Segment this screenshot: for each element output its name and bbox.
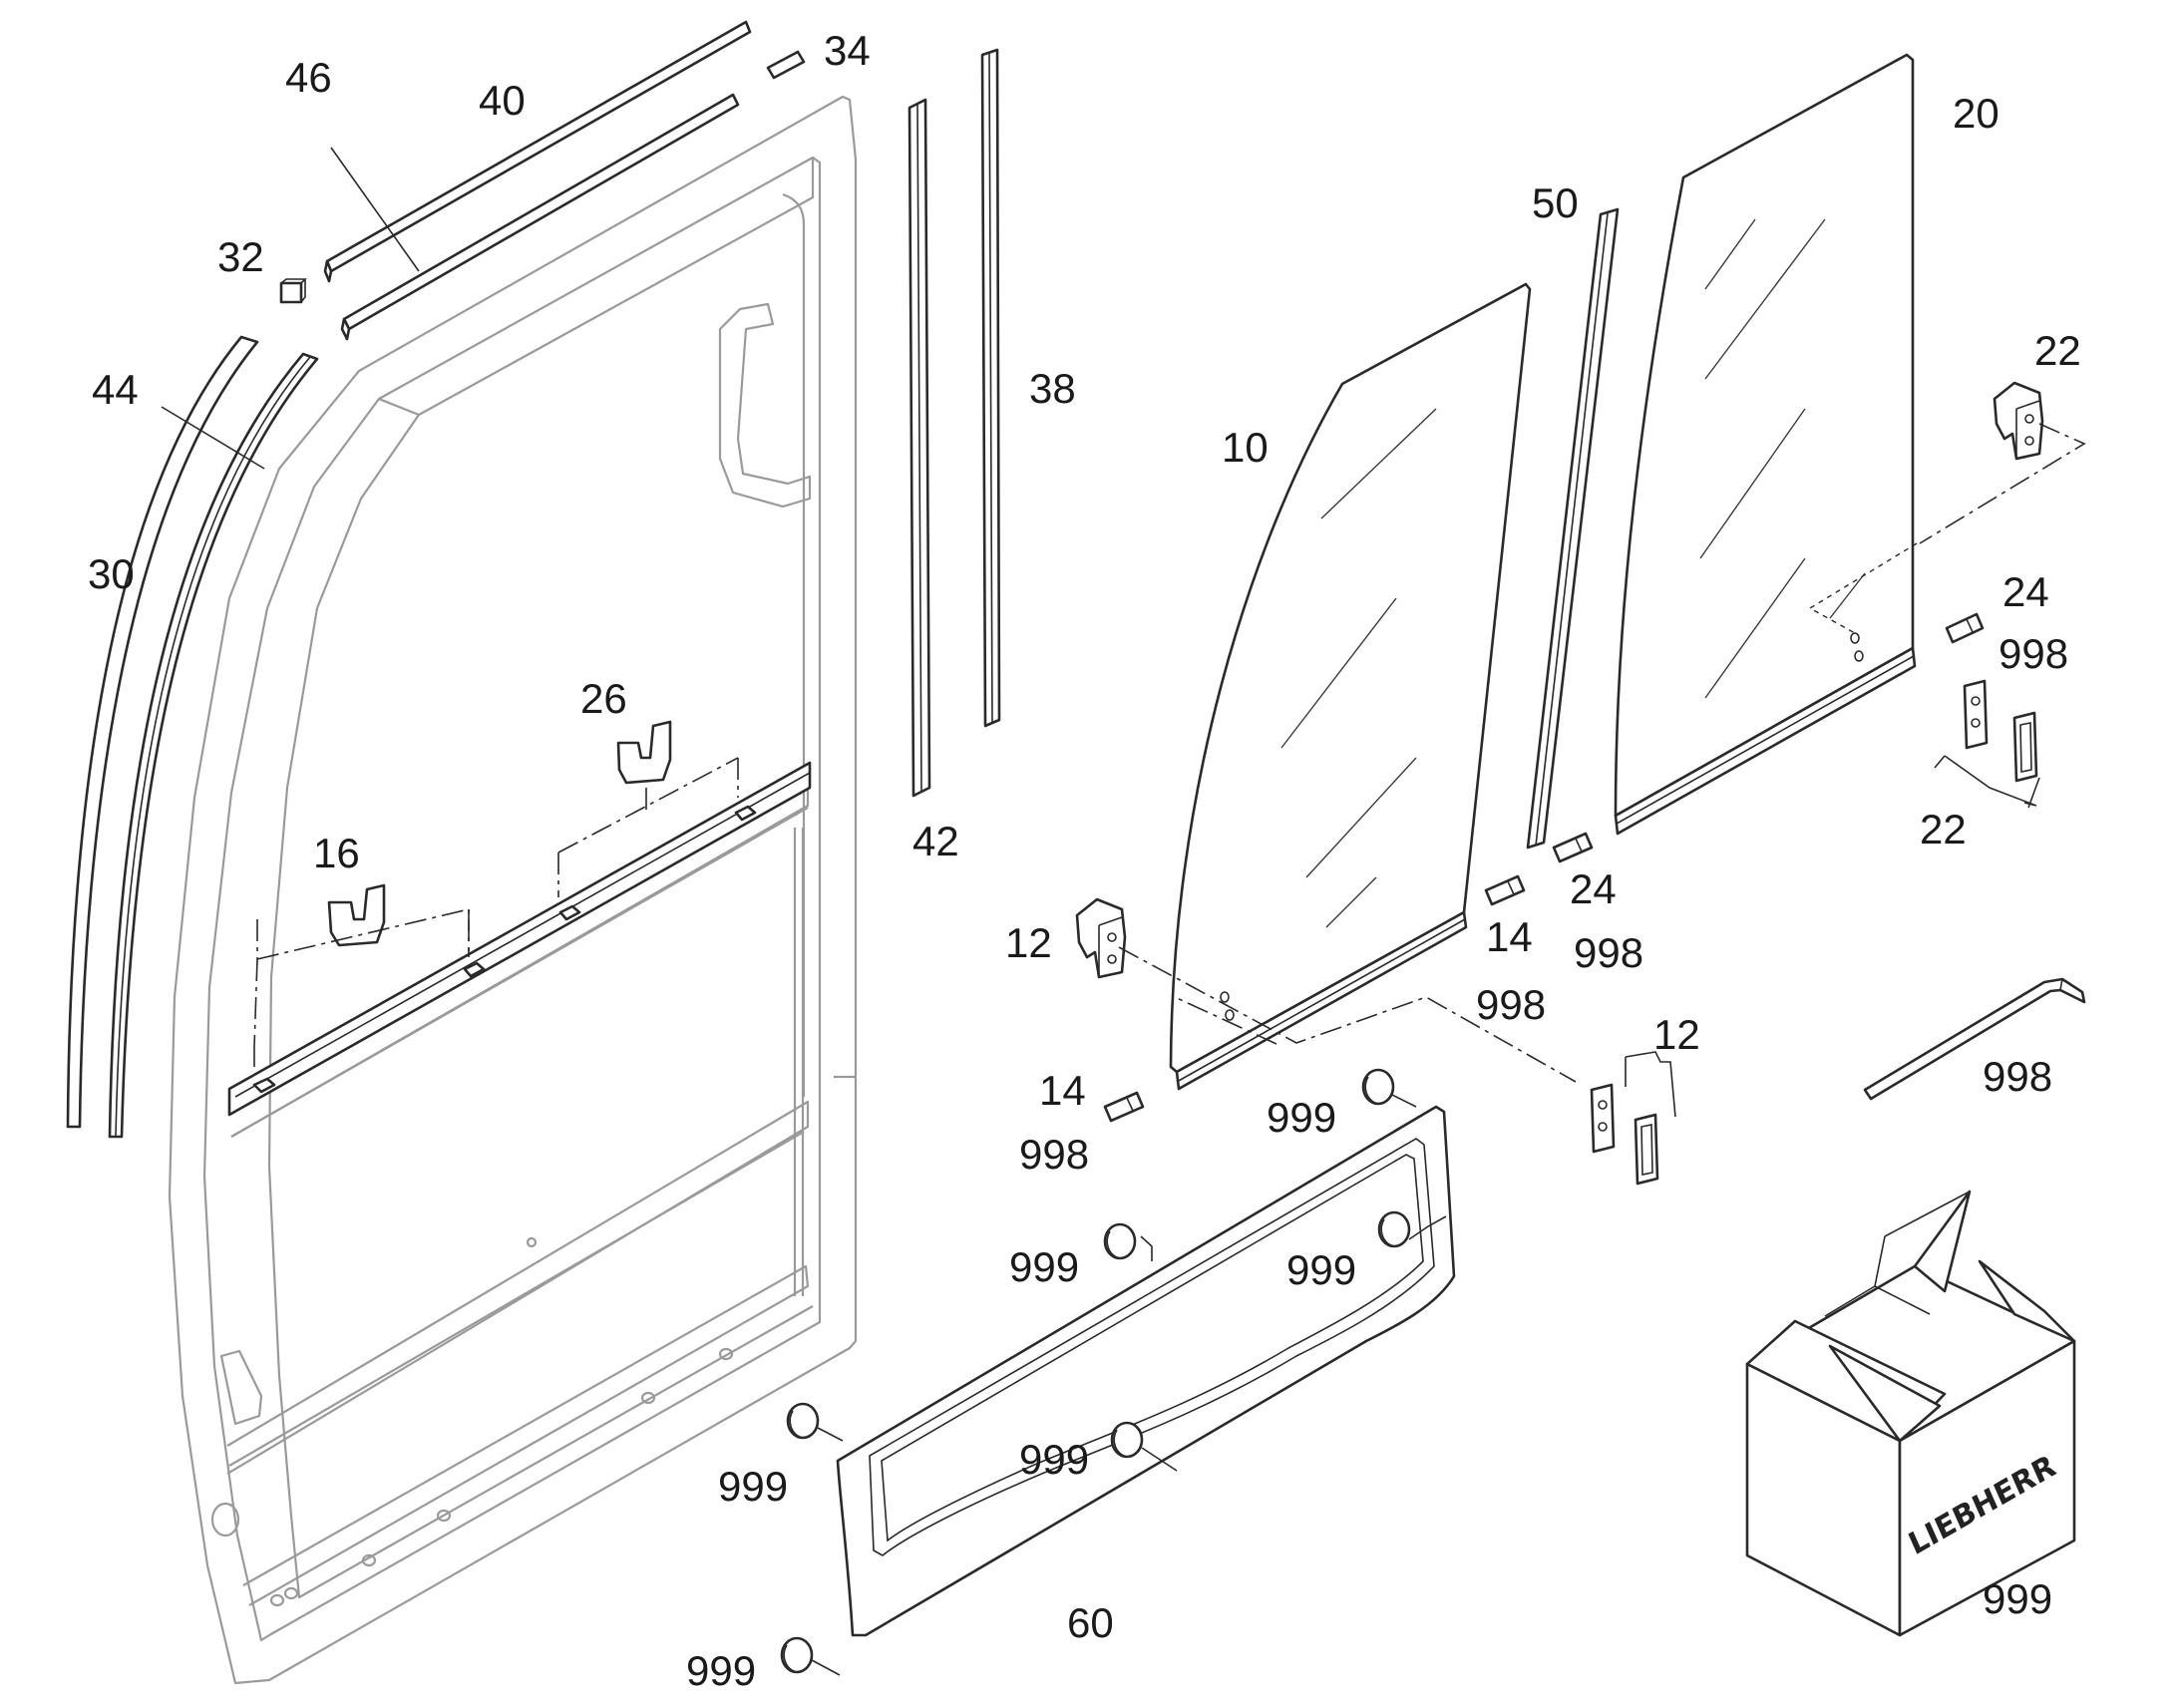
label-999-panel-left: 999 <box>1009 1243 1079 1290</box>
strip-42 <box>908 98 931 798</box>
spacer-14b <box>1484 874 1526 906</box>
strip-50 <box>1526 207 1620 850</box>
clip-16 <box>327 883 386 947</box>
label-60: 60 <box>1067 1599 1114 1646</box>
label-999-left-mid: 999 <box>718 1463 788 1510</box>
label-998-mid: 998 <box>1476 981 1546 1028</box>
label-999-box: 999 <box>1983 1575 2052 1622</box>
label-38: 38 <box>1029 365 1076 412</box>
label-16: 16 <box>313 830 360 876</box>
label-999-panel-right: 999 <box>1286 1246 1356 1293</box>
label-42: 42 <box>912 818 959 864</box>
label-14-mid: 14 <box>1486 913 1533 960</box>
label-10: 10 <box>1222 424 1269 471</box>
label-30: 30 <box>88 550 135 597</box>
hinge-12 <box>1075 897 1127 979</box>
label-22-top: 22 <box>2034 327 2081 374</box>
label-24-mid: 24 <box>1570 865 1617 912</box>
label-26: 26 <box>580 675 627 722</box>
label-20: 20 <box>1953 90 1999 137</box>
label-998-mid-right: 998 <box>1574 929 1643 976</box>
label-12-right: 12 <box>1653 1011 1700 1058</box>
leader-lines <box>161 147 2086 1676</box>
label-44: 44 <box>92 366 139 413</box>
rail-46 <box>340 93 740 341</box>
label-24-right: 24 <box>2002 568 2049 615</box>
label-32: 32 <box>217 233 264 280</box>
caps-999 <box>780 1068 1411 1674</box>
plate-12 <box>1590 1083 1659 1186</box>
label-999-bottom-left: 999 <box>686 1647 756 1694</box>
allen-key <box>1863 977 2086 1101</box>
part-labels: 46 40 34 32 44 30 38 42 26 16 10 50 20 2… <box>88 27 2081 1694</box>
label-14-left: 14 <box>1039 1067 1086 1114</box>
label-998-key: 998 <box>1983 1053 2052 1100</box>
label-40: 40 <box>479 77 526 124</box>
label-50: 50 <box>1532 179 1579 226</box>
plate-22 <box>1963 679 2038 783</box>
seal-strip-44 <box>108 352 319 1139</box>
label-998-right: 998 <box>1998 630 2068 677</box>
frame-rail <box>227 761 812 1117</box>
door-frame <box>168 95 858 1685</box>
spacer-24b <box>1945 612 1985 644</box>
label-999-panel-mid: 999 <box>1019 1436 1089 1483</box>
block-32 <box>279 278 307 304</box>
parts-box: LIEBHERR <box>1745 1190 2076 1637</box>
spacer-14a <box>1103 1091 1145 1123</box>
clip-26 <box>616 720 672 785</box>
label-12-left: 12 <box>1005 919 1052 966</box>
clip-34 <box>766 50 806 80</box>
panel-60 <box>836 1105 1456 1637</box>
label-998-left: 998 <box>1019 1131 1089 1178</box>
label-999-top: 999 <box>1267 1094 1336 1141</box>
seal-strip-30 <box>66 335 259 1129</box>
strip-38 <box>980 48 1001 728</box>
glass-pane-10 <box>1169 282 1532 1091</box>
clip-26-leader <box>557 757 739 897</box>
spacer-24a <box>1552 832 1594 863</box>
label-22-bottom: 22 <box>1920 806 1967 853</box>
rail-40 <box>323 20 752 283</box>
hinge-22 <box>1993 381 2044 461</box>
glass-pane-20 <box>1614 53 1917 836</box>
label-34: 34 <box>824 27 871 74</box>
clip-16-leader <box>253 907 470 1067</box>
label-46: 46 <box>285 54 332 101</box>
